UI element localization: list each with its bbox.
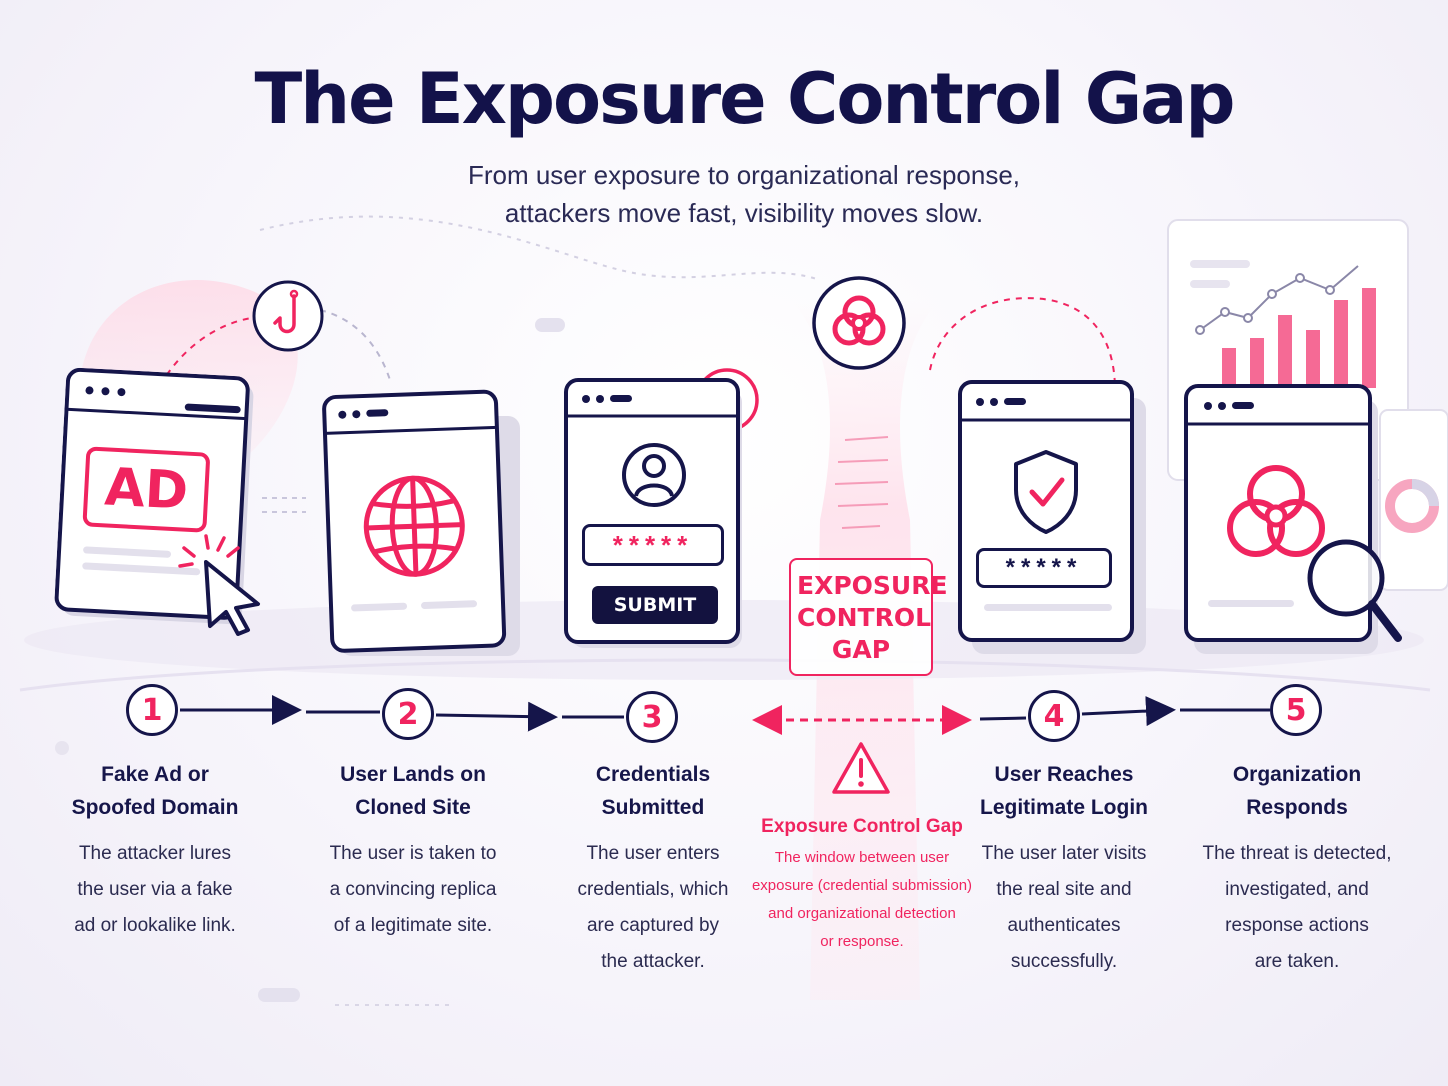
step-1-desc-line-2: the user via a fake [77, 879, 233, 900]
step-5-desc-line-2: investigated, and [1225, 879, 1369, 900]
step-2-caption: User Lands on Cloned Site The user is ta… [296, 758, 530, 944]
submit-button[interactable]: SUBMIT [592, 586, 718, 624]
browser-window-legitimate-login: ***** [958, 378, 1148, 654]
step-number-5: 5 [1270, 684, 1322, 736]
biohazard-icon [812, 276, 906, 370]
step-5-caption: Organization Responds The threat is dete… [1182, 758, 1412, 980]
step-number-1: 1 [126, 684, 178, 736]
step-5-title-line-1: Organization [1232, 763, 1362, 786]
step-3-desc-line-1: The user enters [586, 843, 720, 864]
browser-window-credentials: ***** SUBMIT [564, 378, 744, 650]
gap-box-line-1: EXPOSURE [797, 571, 948, 600]
step-1-desc-line-3: ad or lookalike link. [74, 915, 236, 936]
gap-title: Exposure Control Gap [761, 816, 963, 837]
step-2-desc-line-1: The user is taken to [329, 843, 497, 864]
gap-desc-line-2: exposure (credential submission) [751, 877, 973, 894]
step-2-desc-line-3: of a legitimate site. [333, 915, 493, 936]
step-3-desc-line-3: are captured by [586, 915, 720, 936]
exposure-control-gap-box: EXPOSURE CONTROL GAP [789, 558, 948, 676]
step-number-2: 2 [382, 688, 434, 740]
step-2-title-line-1: User Lands on [340, 763, 486, 786]
gap-desc-line-4: or response. [820, 933, 904, 950]
step-2-title-line-2: Cloned Site [355, 796, 471, 819]
step-3-desc-line-4: the attacker. [601, 951, 705, 972]
step-3-title-line-2: Submitted [601, 796, 705, 819]
cursor-icon [178, 534, 260, 636]
warning-triangle-icon [832, 742, 890, 794]
page-title: The Exposure Control Gap [254, 58, 1236, 140]
gap-box-line-2: CONTROL [797, 603, 932, 632]
gap-desc-line-3: and organizational detection [768, 905, 956, 922]
step-4-title-line-1: User Reaches [994, 763, 1134, 786]
step-4-desc-line-1: The user later visits [981, 843, 1147, 864]
step-5-desc-line-4: are taken. [1254, 951, 1340, 972]
timeline-connectors [180, 695, 1270, 735]
step-3-desc-line-2: credentials, which [577, 879, 729, 900]
step-number-3: 3 [626, 691, 678, 743]
step-4-desc-line-2: the real site and [996, 879, 1132, 900]
subtitle-line-1: From user exposure to organizational res… [467, 160, 1021, 190]
step-3-caption: Credentials Submitted The user enters cr… [538, 758, 768, 980]
step-5-desc-line-3: response actions [1225, 915, 1369, 936]
browser-window-response [1184, 384, 1402, 654]
step-number-4: 4 [1028, 690, 1080, 742]
step-4-caption: User Reaches Legitimate Login The user l… [944, 758, 1184, 980]
gap-box-line-3: GAP [831, 635, 891, 664]
step-5-title-line-2: Responds [1246, 796, 1348, 819]
browser-window-ad: AD [54, 367, 257, 627]
step-4-desc-line-4: successfully. [1010, 951, 1118, 972]
subtitle-line-2: attackers move fast, visibility moves sl… [504, 198, 984, 228]
fishing-hook-icon [252, 280, 324, 352]
step-1-title-line-1: Fake Ad or [101, 763, 209, 786]
ad-banner: AD [82, 446, 211, 533]
step-1-caption: Fake Ad or Spoofed Domain The attacker l… [40, 758, 270, 944]
browser-window-cloned-site [322, 389, 520, 656]
step-3-title-line-1: Credentials [595, 763, 711, 786]
step-1-desc-line-1: The attacker lures [78, 843, 232, 864]
step-4-title-line-2: Legitimate Login [980, 796, 1148, 819]
gap-caption: Exposure Control Gap The window between … [736, 816, 988, 956]
password-field[interactable]: ***** [582, 524, 724, 566]
step-5-desc-line-1: The threat is detected, [1202, 843, 1392, 864]
step-4-desc-line-3: authenticates [1007, 915, 1121, 936]
step-1-title-line-2: Spoofed Domain [71, 796, 239, 819]
step-2-desc-line-2: a convincing replica [329, 879, 497, 900]
gap-desc-line-1: The window between user [774, 849, 950, 866]
password-field[interactable]: ***** [976, 548, 1112, 588]
